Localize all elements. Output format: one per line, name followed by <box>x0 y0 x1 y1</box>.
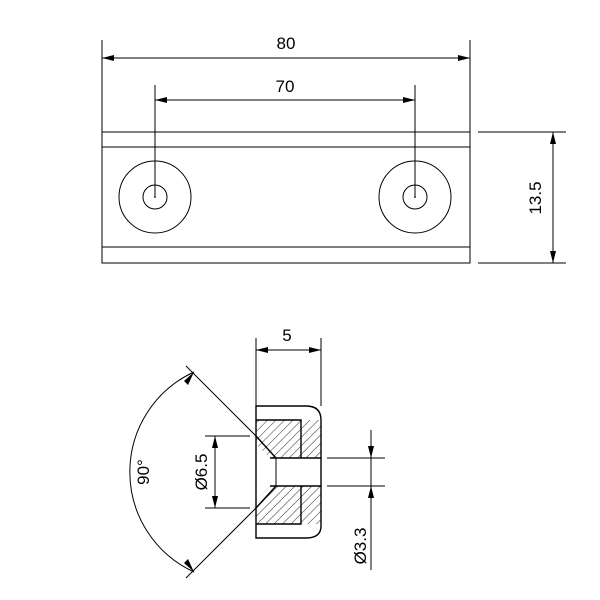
dimension-countersink-angle: 90° <box>129 365 257 579</box>
dimension-height: 13.5 <box>478 131 566 264</box>
section-upper-solid <box>256 420 301 458</box>
section-lower-solid <box>256 486 301 524</box>
dimension-label-13-5: 13.5 <box>526 181 545 214</box>
dimension-hole-spacing: 70 <box>154 77 416 197</box>
dimension-hole-diameter: Ø3.3 <box>327 430 385 570</box>
plate-outline <box>101 131 471 264</box>
dimension-label-70: 70 <box>276 77 295 96</box>
dimension-countersink-diameter: Ø6.5 <box>192 435 250 509</box>
dimension-label-90: 90° <box>134 459 153 485</box>
section-outline <box>255 405 322 539</box>
dimension-label-5: 5 <box>282 326 291 345</box>
dimension-label-d6-5: Ø6.5 <box>192 454 211 491</box>
top-view: 80 70 13.5 <box>101 34 566 264</box>
section-view: 5 Ø6.5 Ø3.3 90° <box>129 326 385 579</box>
dimension-label-80: 80 <box>277 34 296 53</box>
dimension-thickness: 5 <box>255 326 322 406</box>
dimension-label-d3-3: Ø3.3 <box>351 528 370 565</box>
section-upper-right-solid <box>301 420 321 458</box>
dimension-overall-length: 80 <box>101 34 471 132</box>
section-lower-right-solid <box>301 486 321 524</box>
